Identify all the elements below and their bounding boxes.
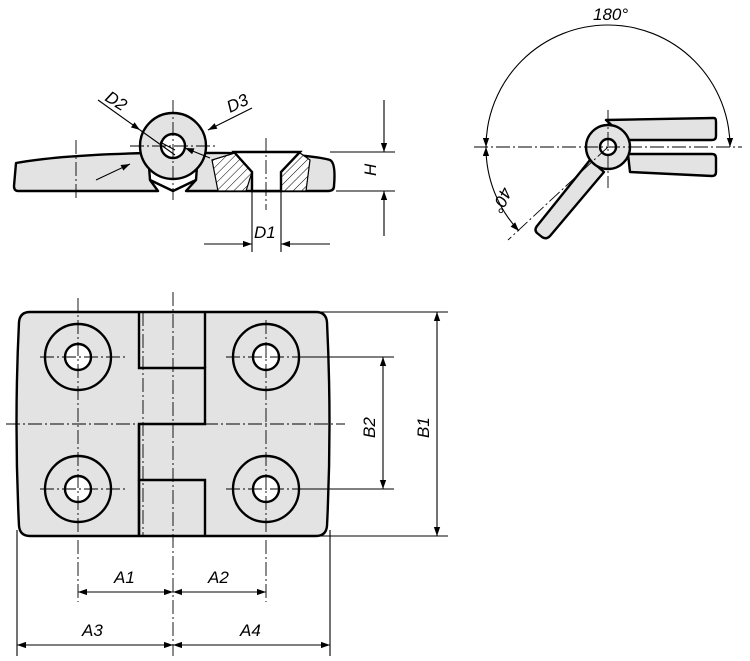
side-view [12, 99, 395, 252]
plan-view [6, 292, 448, 656]
label-b1: B1 [414, 417, 433, 438]
label-a3: A3 [81, 621, 103, 640]
label-h: H [361, 163, 380, 176]
label-d1: D1 [254, 223, 276, 242]
label-d3: D3 [224, 90, 252, 117]
label-a2: A2 [207, 568, 229, 587]
label-a4: A4 [239, 621, 261, 640]
rotation-leaf-lower [626, 152, 718, 178]
label-a1: A1 [113, 568, 135, 587]
label-angle-40: 40° [487, 184, 515, 216]
rotation-leaf-angled [534, 158, 606, 240]
label-d2: D2 [102, 87, 131, 115]
side-left-leaf [12, 151, 160, 193]
label-angle-180: 180° [593, 5, 628, 24]
label-b2: B2 [360, 417, 379, 438]
rotation-view [474, 24, 742, 241]
